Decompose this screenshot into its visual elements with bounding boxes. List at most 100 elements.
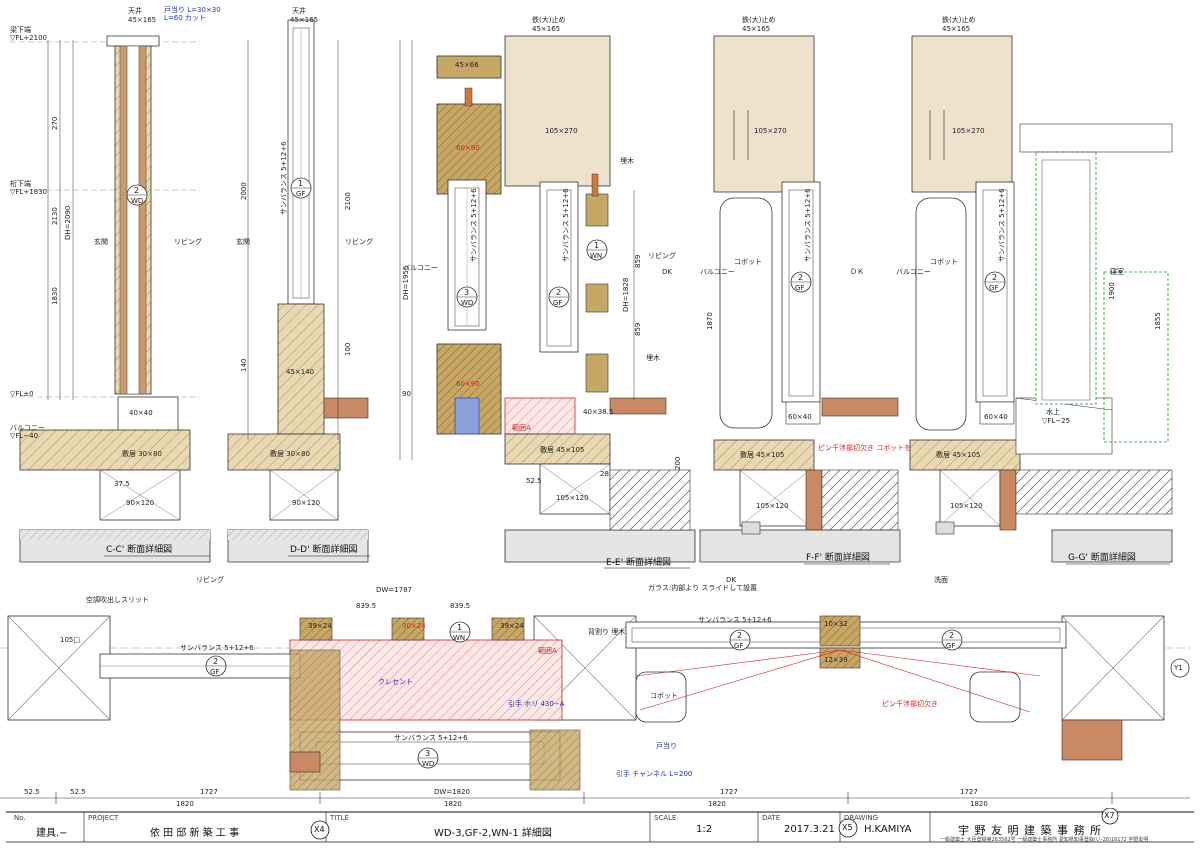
gg-title: G-G' 断面詳細図: [1068, 551, 1136, 563]
ee-mark1-num: 1: [594, 241, 599, 250]
gg-room-bedroom: 寝室: [1110, 267, 1124, 276]
plan-room-dk: DK: [726, 576, 736, 584]
plan-mark-wn-num: 1: [457, 623, 462, 632]
plan-dw-bottom: DW=1820: [434, 788, 470, 796]
cc-room-living: リビング: [174, 237, 202, 246]
ee-room-dk: DK: [662, 268, 672, 276]
ee-mark3-num: 3: [464, 288, 469, 297]
dd-dim-100: 100: [344, 343, 352, 356]
ee-plug-bottom: 埋木: [646, 353, 660, 362]
gg-water-level: ▽FL−25: [1042, 417, 1070, 425]
gg-dim-1855: 1855: [1154, 312, 1162, 330]
ee-dim-dh2: DH=1828: [622, 278, 630, 312]
ff-mark-code: GF: [795, 284, 804, 292]
cc-beam-level: ▽FL+1830: [10, 188, 47, 196]
gg-mark-num: 2: [992, 273, 997, 282]
tb-project-value: 依 田 邸 新 築 工 事: [150, 828, 240, 839]
ee-glass-3: サンバランス 5+12+6: [470, 188, 478, 262]
tb-date-label: DATE: [762, 814, 781, 822]
cc-fl0: ▽FL±0: [10, 390, 34, 398]
ee-range-a: 範囲A: [512, 423, 531, 432]
ee-dim-52: 52.5: [526, 477, 542, 485]
ff-mark-num: 2: [798, 273, 803, 282]
cc-dim-1830: 1830: [51, 287, 59, 305]
ee-dim-dh: DH=1956: [402, 265, 410, 300]
ff-cobot: コボット: [734, 258, 762, 266]
ee-beam: 105×270: [545, 127, 578, 135]
dd-sill-140: 45×140: [286, 368, 314, 376]
ff-post: 105×120: [756, 502, 789, 510]
ff-beam: 105×270: [754, 127, 787, 135]
ee-mark2-num: 2: [556, 288, 561, 297]
cc-mark-num: 2: [134, 186, 139, 195]
dd-header-size: 45×165: [290, 16, 318, 24]
tb-grid-x4: X4: [314, 825, 325, 834]
tb-project-label: PROJECT: [88, 814, 119, 822]
plan-mark-gf-code: GF: [210, 668, 219, 676]
cc-room-entrance: 玄関: [94, 237, 108, 246]
plan-dim-1727b: 1727: [720, 788, 738, 796]
plan-glass-note: ガラス:内部より スライドして設置: [648, 583, 757, 592]
ee-plug-top: 埋木: [620, 156, 634, 165]
plan-back-wood: 背割り 埋木: [588, 627, 625, 636]
cc-mark-code: WD: [131, 197, 143, 205]
cc-balcony-label: バルコニー: [10, 424, 45, 432]
tb-grid-x7: X7: [1104, 811, 1115, 820]
tb-drawing-value: H.KAMIYA: [864, 824, 912, 835]
ee-sill-top: 60×90: [456, 144, 480, 152]
ee-dim-200: 200: [674, 457, 682, 470]
cc-dim-dh: DH=2090: [64, 206, 72, 240]
ee-mark2-code: GF: [553, 299, 562, 307]
plan-dw-top: DW=1787: [376, 586, 412, 594]
plan-block-a: 39×24: [308, 622, 332, 630]
gg-header-size: 45×165: [942, 25, 970, 33]
plan-pin: ピン千渉部切欠き: [882, 699, 938, 708]
plan-cobot: コボット: [650, 692, 678, 700]
plan-mark-gf2a-code: GF: [734, 642, 743, 650]
plan-dim-1820d: 1820: [970, 800, 988, 808]
cc-sill-40: 40×40: [129, 409, 153, 417]
plan-glass-left: サンバランス 5+12+6: [180, 644, 254, 652]
cc-eaves-level: ▽FL+2100: [10, 34, 47, 42]
cc-stopper: 戸当り L=30×30: [164, 5, 221, 14]
plan-crescent: クレセント: [378, 678, 413, 686]
cc-dim-2130: 2130: [51, 207, 59, 225]
ff-room-balcony: バルコニー: [700, 268, 735, 276]
dd-ceiling: 天井: [292, 6, 306, 15]
plan-block-b: 30×24: [402, 622, 426, 630]
cc-stopper-cut: L=60 カット: [164, 14, 206, 22]
ee-sill: 敷居 45×105: [540, 445, 584, 454]
plan-mark-gf2a-num: 2: [737, 631, 742, 640]
plan-mark-wn-code: WN: [453, 634, 465, 642]
plan-dim-1820b: 1820: [444, 800, 462, 808]
ee-mark3-code: WD: [461, 299, 473, 307]
plan-stopper: 戸当り: [656, 741, 677, 750]
ee-sill-4038: 40×38.5: [583, 408, 613, 416]
gg-glass: サンバランス 5+12+6: [998, 188, 1006, 262]
dd-mark-code: GF: [296, 190, 305, 198]
cc-dim-37: 37.5: [114, 480, 130, 488]
gg-beam: 105×270: [952, 127, 985, 135]
ee-dim-28: 28: [600, 470, 609, 478]
ee-dim-859b: 859: [634, 323, 642, 336]
tb-grid-x5: X5: [842, 823, 853, 832]
section-dd: [227, 19, 369, 563]
tb-no-value: 建具.−: [36, 828, 68, 839]
cc-sill: 敷居 30×80: [122, 449, 162, 458]
gg-cobot: コボット: [930, 258, 958, 266]
plan-dim-839a: 839.5: [356, 602, 376, 610]
plan-mark-gf2b-code: GF: [946, 642, 955, 650]
plan-glass-right: サンバランス 5+12+6: [698, 616, 772, 624]
plan-dim-12x39: 12×39: [824, 656, 848, 664]
plan-range-a: 範囲A: [538, 646, 557, 655]
ff-sill-6040: 60×40: [788, 413, 812, 421]
ff-glass: サンバランス 5+12+6: [804, 188, 812, 262]
gg-water-label: 水上: [1046, 407, 1060, 416]
dd-mark-num: 1: [298, 179, 303, 188]
ee-glass-2: サンバランス 5+12+6: [562, 188, 570, 262]
gg-dim-1900: 1900: [1108, 282, 1116, 300]
gg-header-top: 鉄(大)止め: [942, 15, 975, 24]
ee-title: E-E' 断面詳細図: [606, 556, 671, 568]
ee-dim-859a: 859: [634, 255, 642, 268]
ee-room-living: リビング: [648, 251, 676, 260]
